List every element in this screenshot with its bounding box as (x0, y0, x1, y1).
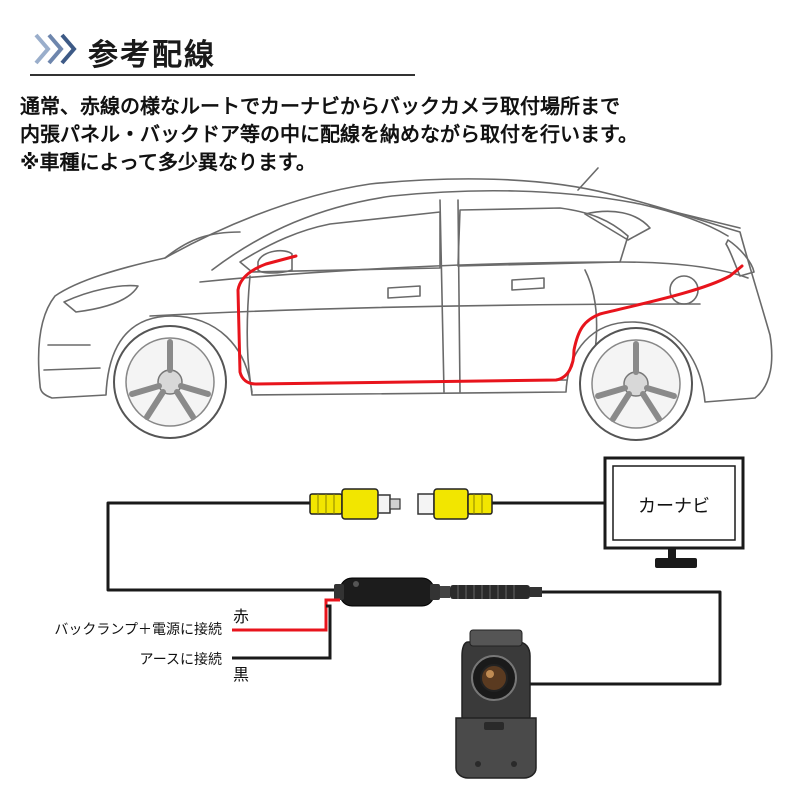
ground-wire-black (232, 604, 332, 660)
triple-chevron-right-icon (34, 33, 77, 65)
car-illustration (37, 167, 773, 403)
wiring-description: 通常、赤線の様なルートでカーナビからバックカメラ取付場所まで 内張パネル・バック… (20, 92, 790, 176)
car-navi-label: カーナビ (638, 496, 710, 517)
red-wire-label: 赤 (233, 607, 249, 626)
front-wheel (113, 325, 227, 439)
power-converter-box (334, 577, 440, 607)
section-title: 参考配線 (88, 38, 216, 73)
backup-camera (455, 629, 537, 779)
power-connection-label: バックランプ＋電源に接続 (54, 621, 222, 638)
description-line-2: 内張パネル・バックドア等の中に配線を納めながら取付を行います。 (20, 122, 638, 146)
video-cable (106, 501, 722, 686)
rca-jack-right (417, 488, 493, 520)
rca-plug-left (309, 488, 401, 520)
ground-connection-label: アースに接続 (140, 651, 222, 668)
section-header: 参考配線 (30, 22, 415, 78)
description-line-1: 通常、赤線の様なルートでカーナビからバックカメラ取付場所まで (20, 94, 620, 118)
power-wire-red (232, 598, 340, 632)
rear-wheel (579, 327, 693, 441)
red-wiring-route (236, 254, 744, 386)
car-navi-monitor: カーナビ (603, 456, 745, 568)
camera-connector (440, 585, 542, 599)
black-wire-label: 黒 (233, 665, 249, 684)
description-line-3: ※車種によって多少異なります。 (20, 150, 316, 174)
title-underline (30, 74, 415, 76)
